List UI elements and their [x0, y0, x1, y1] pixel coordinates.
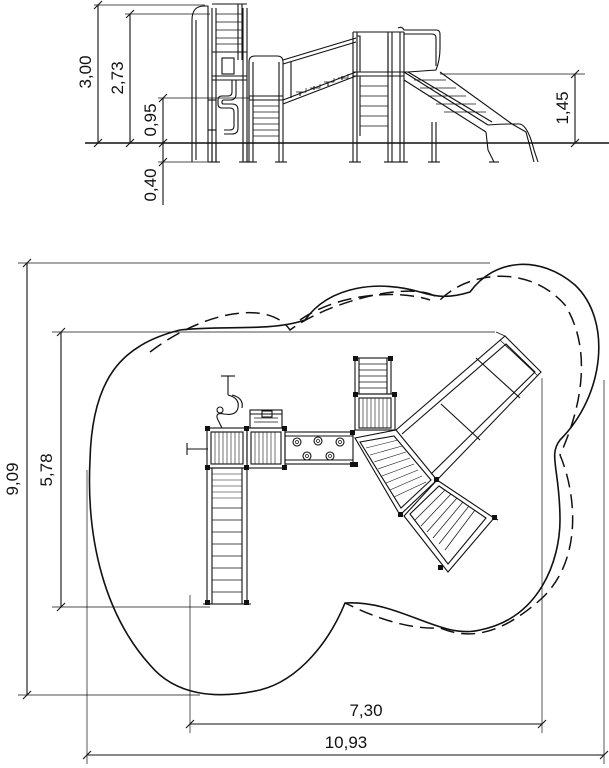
dim-equipment-width: 7,30 — [185, 378, 547, 733]
slide-plan — [395, 331, 542, 481]
dim-safety-zone-length: 9,09 — [3, 258, 490, 700]
safety-zone-outline — [88, 263, 600, 696]
dim-label-10-93: 10,93 — [325, 733, 368, 752]
impact-zone-outline-upper — [299, 293, 431, 321]
dim-label-0-40: 0,40 — [141, 168, 160, 201]
deck-tower-middle — [246, 409, 287, 470]
ramp-plan — [203, 467, 251, 605]
climbing-pole-plan — [216, 375, 243, 429]
stairs-plan — [403, 477, 499, 573]
dim-foundation-depth: 0,40 — [141, 143, 215, 205]
dim-label-0-95: 0,95 — [141, 103, 160, 136]
dim-label-5-78: 5,78 — [37, 453, 56, 486]
dim-label-2-73: 2,73 — [108, 61, 127, 94]
bridge-plan — [284, 430, 355, 467]
impact-zone-outline — [149, 275, 583, 635]
elevation-view: 3,00 2,73 0,95 0,40 — [76, 0, 609, 205]
dim-slide-platform: 1,45 — [440, 69, 585, 148]
dim-safety-zone-width: 10,93 — [82, 380, 609, 764]
tower-middle — [245, 55, 287, 163]
structure-plan — [186, 331, 542, 605]
dim-label-7-30: 7,30 — [349, 701, 382, 720]
dim-overall-height: 3,00 — [76, 0, 205, 148]
tower-right — [349, 26, 441, 163]
plan-view: 9,09 5,78 7,30 10,93 — [3, 258, 609, 764]
dim-equipment-length: 5,78 — [37, 327, 495, 612]
deck-rotated — [353, 429, 438, 517]
slide — [403, 71, 539, 163]
deck-tower-left — [205, 426, 249, 470]
bridge-ramp — [282, 37, 357, 105]
dim-label-9-09: 9,09 — [3, 462, 22, 495]
tower-left — [191, 3, 251, 163]
dim-platform-top: 2,73 — [108, 9, 210, 148]
dim-label-3-00: 3,00 — [76, 55, 95, 88]
deck-tower-right — [353, 356, 397, 431]
dim-label-1-45: 1,45 — [553, 91, 572, 124]
